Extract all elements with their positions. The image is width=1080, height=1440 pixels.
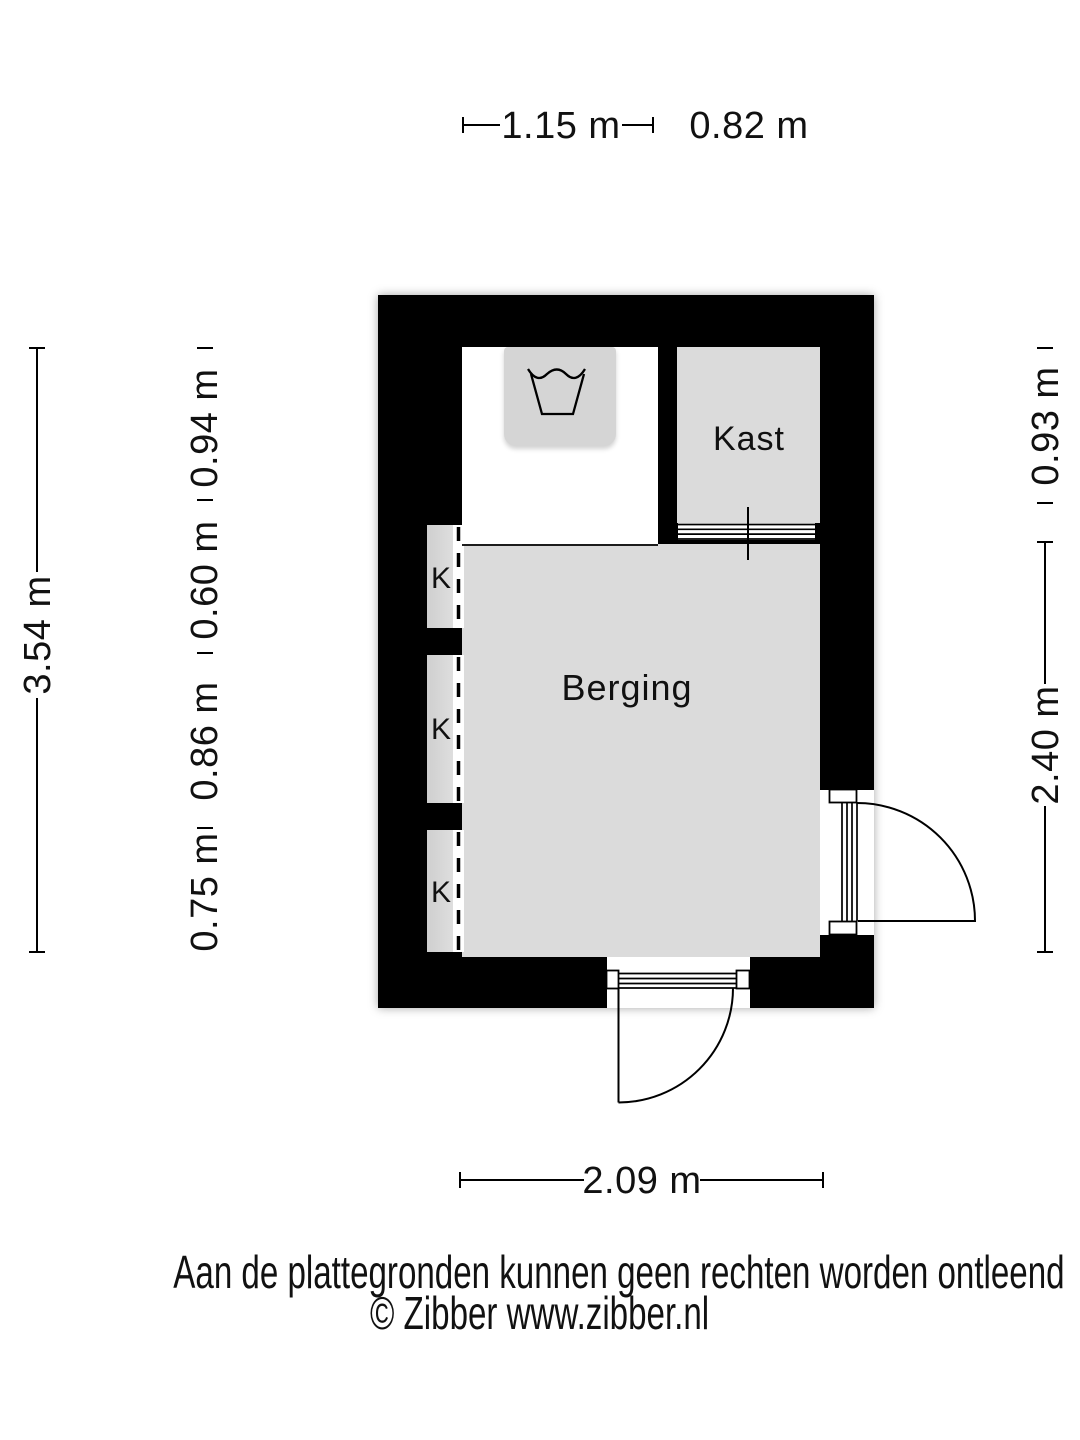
kast-floor bbox=[677, 347, 820, 523]
dim-label-right-kast: 0.93 m bbox=[1025, 366, 1067, 485]
closet-opening-1 bbox=[453, 525, 464, 628]
closet-niche-1 bbox=[427, 525, 453, 628]
credit-line: © Zibber www.zibber.nl bbox=[0, 1287, 1080, 1339]
bottom-door-opening bbox=[607, 957, 750, 1008]
dim-label-seg-2: 0.60 m bbox=[184, 520, 226, 639]
dim-label-left-total: 3.54 m bbox=[17, 575, 59, 694]
dim-left-segments: 0.94 m 0.60 m 0.86 m 0.75 m bbox=[184, 347, 226, 952]
closet-opening-2 bbox=[453, 655, 464, 803]
berging-floor bbox=[462, 544, 820, 957]
dim-label-bottom: 2.09 m bbox=[582, 1160, 701, 1202]
closet-niche-3 bbox=[427, 830, 453, 952]
dim-label-top-1: 1.15 m bbox=[501, 105, 620, 147]
disclaimer-line: Aan de plattegronden kunnen geen rechten… bbox=[0, 1246, 1080, 1298]
dim-label-seg-4: 0.75 m bbox=[184, 832, 226, 951]
dim-left-total: 3.54 m bbox=[17, 347, 59, 953]
right-door-swing-arc bbox=[856, 802, 977, 922]
dim-right-kast: 0.93 m bbox=[1025, 347, 1067, 504]
disclaimer-text: Aan de plattegronden kunnen geen rechten… bbox=[173, 1246, 1065, 1298]
footer: Aan de plattegronden kunnen geen rechten… bbox=[0, 1246, 1080, 1339]
dim-top-1: 1.15 m bbox=[462, 105, 654, 147]
dim-label-top-2: 0.82 m bbox=[689, 105, 808, 147]
dim-label-right-berging: 2.40 m bbox=[1025, 685, 1067, 804]
dim-bottom: 2.09 m bbox=[459, 1160, 824, 1202]
credit-text: © Zibber www.zibber.nl bbox=[370, 1287, 710, 1339]
dim-label-seg-1: 0.94 m bbox=[184, 368, 226, 487]
dim-right-berging: 2.40 m bbox=[1025, 541, 1067, 953]
washing-machine bbox=[504, 347, 616, 446]
closet-niche-2 bbox=[427, 655, 453, 803]
right-door-opening bbox=[820, 790, 874, 935]
dim-label-seg-3: 0.86 m bbox=[184, 681, 226, 800]
kast-door-strip bbox=[678, 523, 818, 540]
closet-opening-3 bbox=[453, 830, 464, 952]
